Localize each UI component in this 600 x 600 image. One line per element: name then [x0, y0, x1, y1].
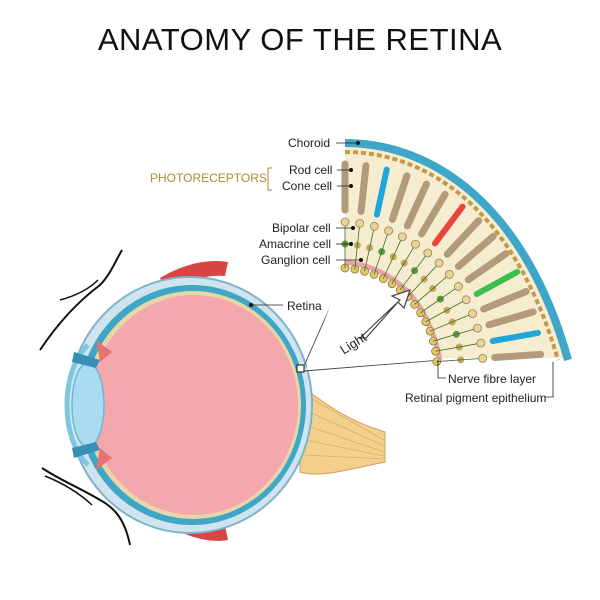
page-title: ANATOMY OF THE RETINA — [97, 22, 503, 57]
rod-cell — [418, 190, 449, 238]
rod-cell — [403, 180, 431, 230]
photoreceptor-nucleus — [369, 221, 379, 231]
label-amacrine-cell: Amacrine cell — [259, 237, 331, 251]
photoreceptor-nucleus — [434, 258, 444, 268]
photoreceptor-nucleus — [397, 232, 407, 242]
photoreceptor-layer — [340, 160, 545, 363]
ciliary-body-top — [96, 340, 112, 362]
photoreceptor-nucleus — [468, 309, 477, 319]
rod-cell — [464, 250, 510, 284]
label-nerve-fibre-layer: Nerve fibre layer — [448, 372, 536, 386]
label-choroid: Choroid — [288, 136, 330, 150]
ciliary-body-bottom — [96, 448, 112, 470]
upper-eyelash — [59, 279, 99, 301]
photoreceptor-nucleus — [411, 239, 420, 249]
neural-fibre — [433, 328, 474, 342]
neural-fibre — [429, 314, 470, 332]
label-retina: Retina — [287, 299, 322, 313]
rod-cell — [357, 162, 370, 215]
cone-cell — [473, 268, 521, 297]
photoreceptor-nucleus — [478, 353, 488, 363]
neural-fibre — [414, 276, 447, 305]
neural-fibre — [399, 255, 426, 291]
photoreceptor-nucleus — [473, 323, 482, 333]
neural-fibre — [425, 301, 463, 323]
label-photoreceptors: PHOTORECEPTORS — [150, 171, 267, 185]
rod-cell — [485, 308, 537, 329]
rod-cell — [388, 172, 411, 223]
iris-bottom — [72, 442, 100, 458]
lower-eyelid — [41, 467, 131, 546]
neural-fibre — [420, 288, 456, 314]
cone-cell — [431, 203, 466, 247]
neural-fibre — [364, 230, 374, 272]
rod-cell — [491, 350, 545, 362]
photoreceptor-nucleus — [454, 282, 463, 291]
label-bipolar-cell: Bipolar cell — [272, 221, 331, 235]
upper-eyelid — [39, 249, 123, 351]
neural-fibre — [407, 265, 437, 297]
lens — [71, 362, 105, 448]
labels: Choroid PHOTORECEPTORS Rod cell Cone cel… — [150, 136, 554, 405]
rod-cell — [443, 217, 483, 258]
retina-sample-box — [296, 364, 305, 373]
neural-fibre — [391, 247, 414, 284]
neural-fibre — [436, 358, 479, 362]
inner-white-region — [306, 266, 436, 370]
photoreceptor-nucleus — [461, 295, 471, 305]
label-rod-cell: Rod cell — [289, 163, 332, 177]
photoreceptors-bracket — [267, 167, 272, 191]
iris-top — [72, 352, 100, 368]
cone-cell — [489, 329, 541, 345]
pigment-epithelium-arc — [344, 150, 560, 361]
photoreceptor-nucleus — [476, 338, 486, 348]
neural-fibre — [354, 227, 360, 270]
neural-fibre — [373, 234, 388, 275]
neural-fibre — [435, 343, 477, 352]
vitreous-body — [90, 295, 298, 515]
neural-fibre — [382, 240, 402, 279]
photoreceptor-nucleus — [355, 218, 365, 228]
lower-eyelash — [44, 475, 93, 506]
photoreceptor-nucleus — [384, 226, 394, 236]
rod-cell — [454, 232, 497, 270]
photoreceptor-nucleus — [340, 217, 350, 227]
cone-cell — [373, 166, 390, 218]
photoreceptor-nucleus — [423, 248, 433, 258]
label-cone-cell: Cone cell — [282, 179, 332, 193]
label-ganglion-cell: Ganglion cell — [261, 253, 330, 267]
eyeball-section — [39, 249, 386, 546]
optic-nerve-fibres — [304, 394, 385, 460]
rod-cell — [480, 288, 530, 313]
inner-cell-layers — [340, 226, 479, 366]
label-retinal-pigment-epithelium: Retinal pigment epithelium — [405, 391, 546, 405]
photoreceptor-nucleus — [444, 269, 454, 279]
magnified-retina: Light — [306, 139, 572, 370]
choroid-arc — [344, 139, 572, 362]
